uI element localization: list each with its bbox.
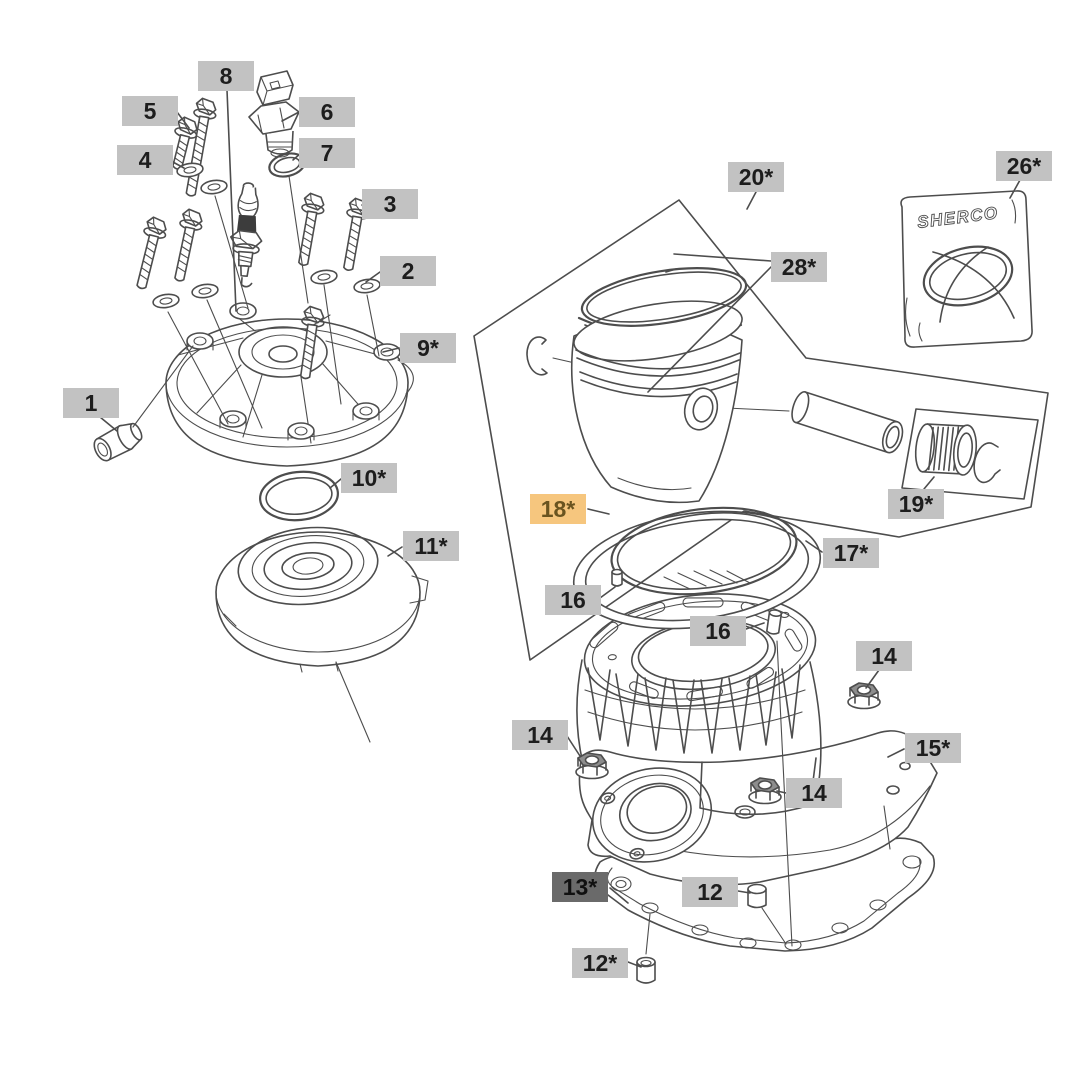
part-label-28[interactable]: 28* — [771, 252, 827, 282]
cylinder-head-9 — [165, 302, 414, 467]
piston-28 — [571, 267, 748, 504]
part-label-8[interactable]: 8 — [198, 61, 254, 91]
needle-bearing-19 — [914, 423, 978, 476]
temp-sensor-6 — [248, 70, 300, 158]
leader-lines — [99, 89, 1021, 968]
dowel-pin-16b — [766, 609, 783, 635]
part-label-14b[interactable]: 14 — [786, 778, 842, 808]
part-label-5[interactable]: 5 — [122, 96, 178, 126]
dowel-pin-16a — [611, 568, 623, 587]
piston-ring-top — [580, 267, 748, 327]
part-label-11[interactable]: 11* — [403, 531, 459, 561]
part-label-6[interactable]: 6 — [299, 97, 355, 127]
bore-hatching — [663, 569, 751, 590]
pin-circlip-right — [973, 442, 1001, 484]
part-label-17[interactable]: 17* — [823, 538, 879, 568]
part-label-18[interactable]: 18* — [530, 494, 586, 524]
part-label-9[interactable]: 9* — [400, 333, 456, 363]
head-insert-11 — [215, 526, 429, 673]
part-label-19[interactable]: 19* — [888, 489, 944, 519]
part-label-14a[interactable]: 14 — [512, 720, 568, 750]
head-bolt-bosses — [186, 302, 401, 441]
part-label-15[interactable]: 15* — [905, 733, 961, 763]
part-label-2[interactable]: 2 — [380, 256, 436, 286]
dowel-12 — [747, 883, 767, 909]
alignment-lines — [132, 175, 891, 955]
part-label-16a[interactable]: 16 — [545, 585, 601, 615]
cooling-fins — [587, 664, 801, 754]
part-label-16b[interactable]: 16 — [690, 616, 746, 646]
part-label-12[interactable]: 12 — [682, 877, 738, 907]
exhaust-flange — [591, 767, 713, 863]
piston-kit-outline-20 — [473, 199, 1049, 661]
bearing-kit-outline — [901, 408, 1039, 500]
oring-10 — [259, 470, 339, 522]
part-label-26[interactable]: 26* — [996, 151, 1052, 181]
flange-nut-14-right — [847, 682, 881, 710]
part-label-13[interactable]: 13* — [552, 872, 608, 902]
piston-pin — [791, 390, 904, 454]
part-label-7[interactable]: 7 — [299, 138, 355, 168]
plug-fitting-1 — [93, 422, 143, 462]
washer-2 — [352, 276, 382, 296]
part-label-12s[interactable]: 12* — [572, 948, 628, 978]
oring-18 — [610, 506, 798, 596]
part-label-1[interactable]: 1 — [63, 388, 119, 418]
parts-bag-26: SHERCO — [900, 190, 1033, 348]
part-label-10[interactable]: 10* — [341, 463, 397, 493]
part-label-4[interactable]: 4 — [117, 145, 173, 175]
part-label-14c[interactable]: 14 — [856, 641, 912, 671]
part-label-3[interactable]: 3 — [362, 189, 418, 219]
dowel-12-star — [636, 956, 656, 984]
part-label-20[interactable]: 20* — [728, 162, 784, 192]
